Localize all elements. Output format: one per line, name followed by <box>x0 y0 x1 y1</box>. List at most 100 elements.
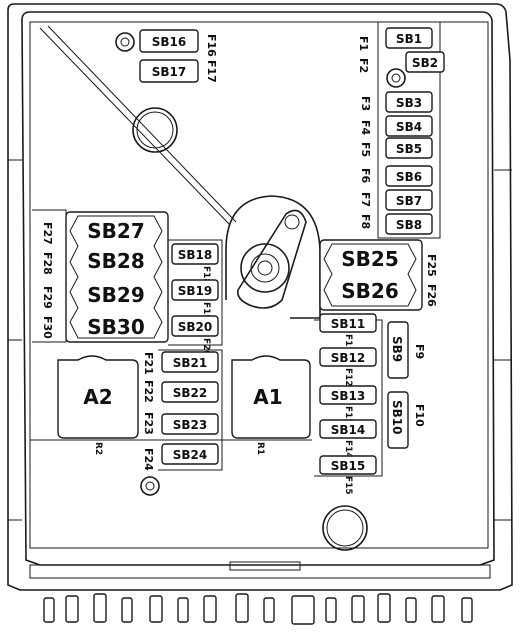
label-sb30: SB30 <box>87 315 144 339</box>
fuse-sb5 <box>385 137 433 159</box>
bottom-rail <box>29 564 491 579</box>
right-top-fuse-stack: SB1 SB2 SB3 SB4 SB5 SB6 SB7 SB8 <box>385 27 445 235</box>
fuse-sb17 <box>139 59 199 83</box>
label-sb21: SB21 <box>173 356 208 370</box>
label-sb7: SB7 <box>396 194 422 208</box>
label-sb9: SB9 <box>390 336 404 362</box>
fuse-sb6 <box>385 165 433 187</box>
label-f21: F21 <box>142 352 155 375</box>
mid-bottom-frame <box>158 349 223 471</box>
label-sb5: SB5 <box>396 142 422 156</box>
fuse-sb3 <box>385 91 433 113</box>
label-sb19: SB19 <box>178 284 213 298</box>
housing-inset-line <box>29 21 489 549</box>
label-sb2: SB2 <box>412 56 438 70</box>
label-sb6: SB6 <box>396 170 422 184</box>
label-sb28: SB28 <box>87 249 144 273</box>
screw-top-left-inner <box>120 37 130 47</box>
fuse-sb8 <box>385 213 433 235</box>
label-sb17: SB17 <box>152 65 187 79</box>
label-sb23: SB23 <box>173 418 208 432</box>
fuse-sb18 <box>171 243 219 265</box>
label-f17: F17 <box>205 60 218 83</box>
fuse-sb19 <box>171 279 219 301</box>
label-sb24: SB24 <box>173 448 208 462</box>
bolt-terminal-nut-inner <box>257 260 273 276</box>
screw-top-right-inner <box>391 73 401 83</box>
label-f19: F19 <box>201 302 211 321</box>
housing-outline <box>7 3 513 591</box>
label-sb16: SB16 <box>152 35 187 49</box>
label-f8: F8 <box>359 214 372 229</box>
label-sb29: SB29 <box>87 283 144 307</box>
label-a1: A1 <box>253 385 282 409</box>
label-f14: F14 <box>343 440 353 459</box>
sb27-30-holder <box>65 211 169 343</box>
label-f10: F10 <box>413 404 426 427</box>
side-step-left <box>8 159 22 521</box>
sb25-26-holder-zigzag <box>323 243 417 307</box>
diagonal-rib <box>39 27 231 226</box>
label-f20: F20 <box>201 338 211 357</box>
label-f13: F13 <box>343 406 353 425</box>
label-f29: F29 <box>41 286 54 309</box>
label-f24: F24 <box>142 448 155 471</box>
fuse-sb11 <box>319 313 377 333</box>
label-sb13: SB13 <box>331 389 366 403</box>
label-r1: R1 <box>255 442 265 455</box>
label-f28: F28 <box>41 252 54 275</box>
label-f1: F1 <box>357 36 370 51</box>
label-sb12: SB12 <box>331 351 366 365</box>
bolt-terminal-nut-outer <box>240 243 290 293</box>
label-f12: F12 <box>343 368 353 387</box>
mounting-hole-bottom-inner <box>326 509 364 547</box>
sb25-26-holder <box>319 239 423 311</box>
label-f15: F15 <box>343 476 353 495</box>
fuse-sb7 <box>385 189 433 211</box>
fuse-sb23 <box>161 413 219 435</box>
label-a2: A2 <box>83 385 112 409</box>
screw-top-right <box>386 68 406 88</box>
label-sb14: SB14 <box>331 423 366 437</box>
screw-bottom-left-inner <box>145 481 155 491</box>
label-sb20: SB20 <box>178 320 213 334</box>
label-sb15: SB15 <box>331 459 366 473</box>
right-column-frame <box>377 22 441 239</box>
screw-top-left <box>115 32 135 52</box>
mounting-hole-top <box>132 107 178 153</box>
label-f5: F5 <box>359 142 372 157</box>
label-sb25: SB25 <box>341 247 398 271</box>
fuse-sb21 <box>161 351 219 373</box>
label-sb11: SB11 <box>331 317 366 331</box>
label-sb1: SB1 <box>396 32 422 46</box>
label-sb27: SB27 <box>87 219 144 243</box>
label-sb4: SB4 <box>396 120 422 134</box>
mounting-hole-top-inner <box>136 111 174 149</box>
fuse-sb15 <box>319 455 377 475</box>
bottom-rail-inner <box>229 561 301 571</box>
label-f18: F18 <box>201 266 211 285</box>
fuse-sb24 <box>161 443 219 465</box>
bottom-connector-pins <box>43 593 473 625</box>
fuse-sb20 <box>171 315 219 337</box>
label-f26: F26 <box>425 284 438 307</box>
label-sb8: SB8 <box>396 218 422 232</box>
sb27-30-holder-zigzag <box>69 215 163 339</box>
label-f6: F6 <box>359 168 372 184</box>
label-f4: F4 <box>359 120 372 136</box>
bolt-terminal-nut <box>250 253 280 283</box>
bolt-terminal-arch <box>225 195 321 319</box>
label-f2: F2 <box>357 58 370 73</box>
label-sb18: SB18 <box>178 248 213 262</box>
bolt-terminal-plate <box>236 209 307 309</box>
label-f7: F7 <box>359 192 372 207</box>
label-f16: F16 <box>205 34 218 57</box>
screw-bottom-left <box>140 476 160 496</box>
label-f25: F25 <box>425 254 438 277</box>
relay-a2 <box>57 355 139 439</box>
label-r2: R2 <box>93 442 103 455</box>
label-f3: F3 <box>359 96 372 111</box>
mounting-hole-bottom <box>322 505 368 551</box>
